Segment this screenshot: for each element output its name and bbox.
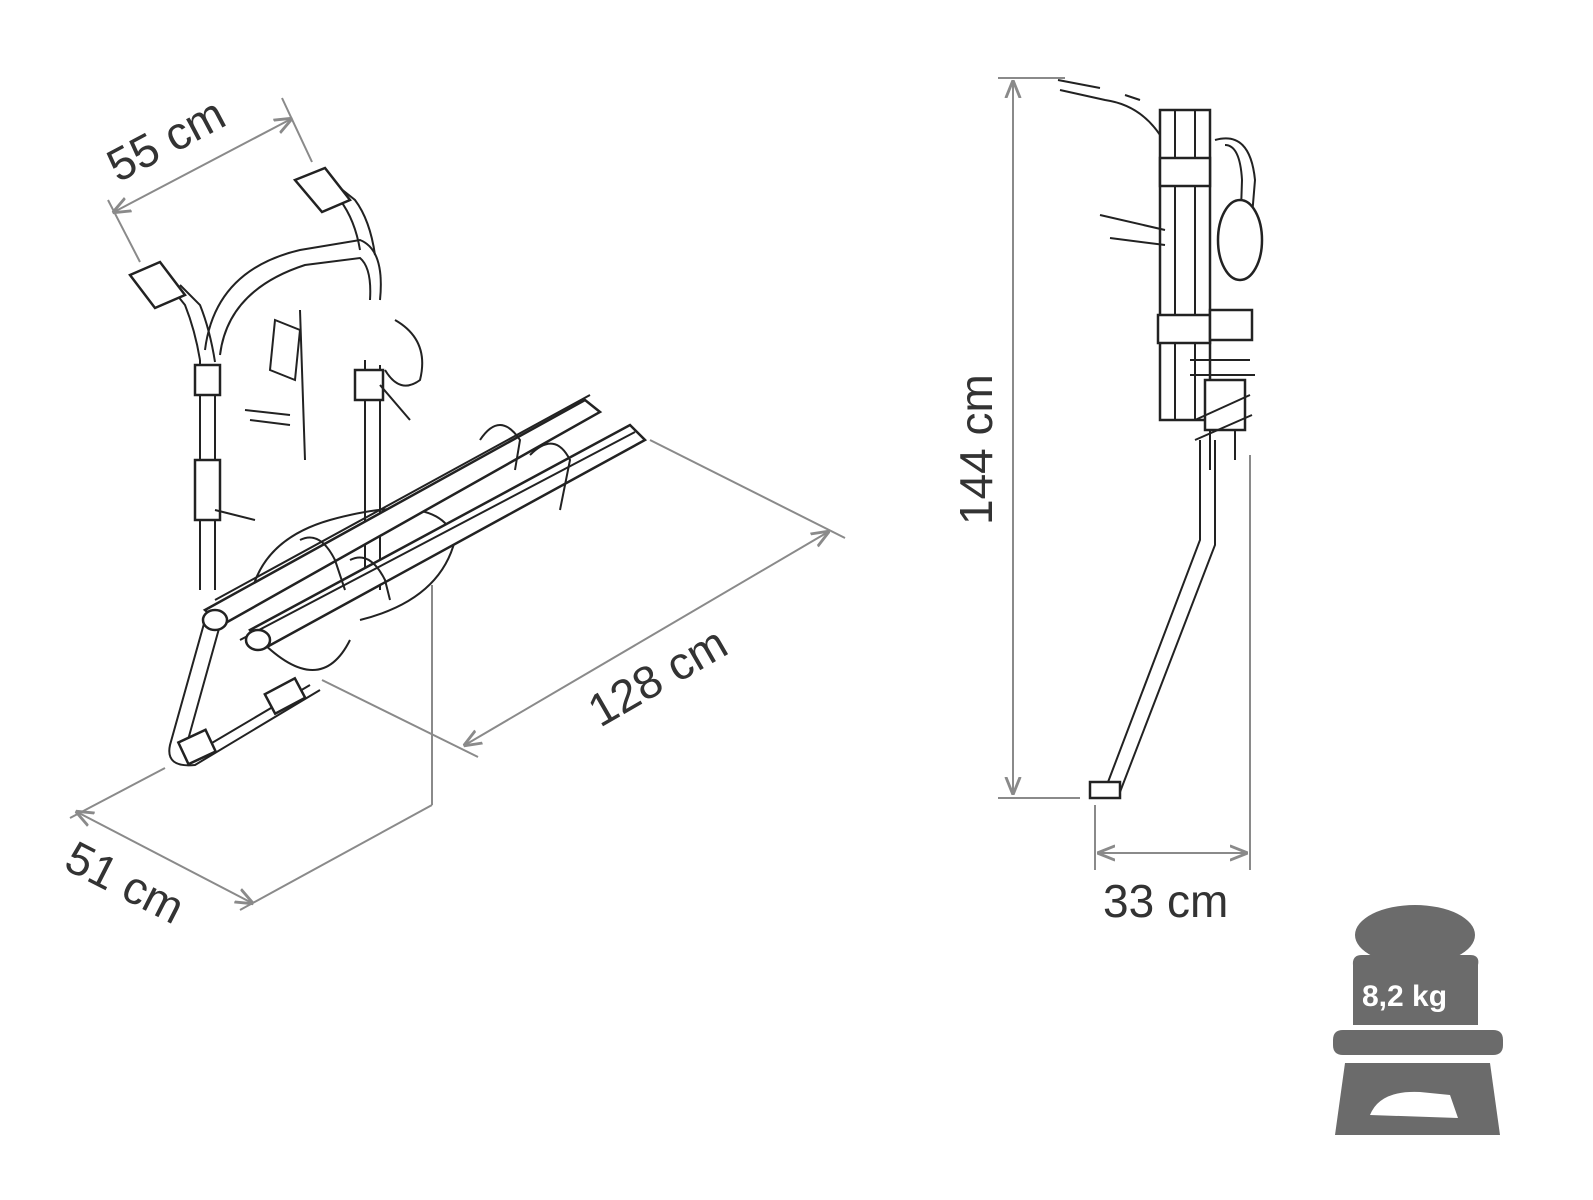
dimension-label-33cm: 33 cm	[1103, 875, 1228, 927]
dimension-label-128cm: 128 cm	[579, 616, 736, 736]
weight-scale-icon: 8,2 kg	[1333, 905, 1503, 1135]
dimension-length: 128 cm	[321, 439, 846, 758]
rack-perspective-drawing	[128, 166, 648, 767]
dimension-label-144cm: 144 cm	[950, 374, 1002, 525]
dimension-label-55cm: 55 cm	[98, 87, 233, 192]
dimension-depth-side: 33 cm	[1094, 455, 1251, 927]
rack-side-drawing	[1057, 79, 1264, 800]
weight-label: 8,2 kg	[1362, 980, 1447, 1013]
dimension-label-51cm: 51 cm	[57, 831, 192, 934]
dimension-width-top: 55 cm	[98, 87, 313, 263]
dimension-height: 144 cm	[950, 77, 1080, 799]
